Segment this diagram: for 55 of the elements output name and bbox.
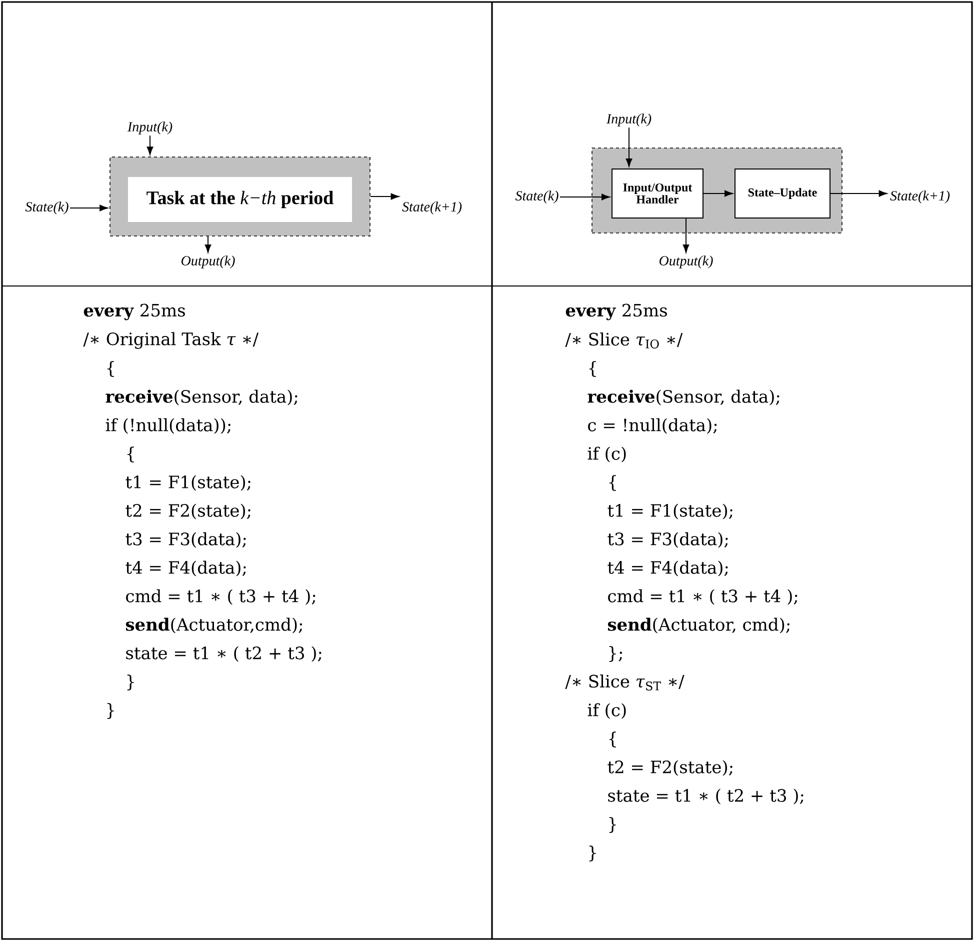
code-line: t1 = F1(state);	[608, 504, 732, 520]
code-line: };	[609, 646, 622, 662]
arrow	[370, 193, 400, 200]
arrow	[626, 127, 632, 167]
code-line: if (c)	[588, 446, 626, 462]
code-line: every 25ms	[84, 304, 185, 320]
arrow	[146, 135, 154, 155]
code-line: {	[127, 446, 134, 462]
code-line: }	[107, 703, 114, 719]
code-line: if (!null(data));	[106, 418, 230, 434]
code-line: send(Actuator,cmd);	[126, 618, 302, 634]
arrow	[559, 194, 610, 200]
code-line: cmd = t1 ∗ ( t3 + t4 );	[608, 589, 798, 605]
code-line: receive(Sensor, data);	[106, 390, 298, 406]
code-line: {	[609, 475, 616, 491]
code-line: state = t1 ∗ ( t2 + t3 );	[608, 788, 804, 804]
signal-label: Output(k)	[182, 256, 235, 268]
code-line: {	[609, 732, 616, 748]
signal-label: State(k)	[25, 202, 68, 214]
code-line: receive(Sensor, data);	[588, 390, 780, 406]
signal-label: State(k+1)	[402, 202, 462, 214]
code-line: t2 = F2(state);	[126, 504, 250, 520]
code-line: c = !null(data);	[588, 418, 717, 434]
code-line: {	[107, 361, 114, 377]
code-line: }	[609, 817, 616, 833]
code-line: }	[589, 846, 596, 862]
code-line: every 25ms	[566, 304, 667, 320]
code-line: t2 = F2(state);	[608, 760, 732, 776]
process-box: Task at the k−th period	[128, 177, 352, 222]
code-line: t4 = F4(data);	[608, 560, 728, 576]
arrow	[703, 190, 733, 197]
signal-label: Input(k)	[606, 114, 652, 126]
code-line: t4 = F4(data);	[126, 560, 246, 576]
code-line: state = t1 ∗ ( t2 + t3 );	[126, 646, 322, 662]
code-line: }	[127, 674, 134, 690]
signal-label: Input(k)	[127, 122, 172, 134]
code-line: {	[589, 361, 596, 377]
signal-label: Output(k)	[660, 256, 713, 268]
code-line: cmd = t1 ∗ ( t3 + t4 );	[126, 589, 316, 605]
code-line: t3 = F3(data);	[608, 532, 728, 548]
arrow	[682, 218, 690, 253]
code-line: /∗ Slice τ$_{IO}$ ∗/	[565, 332, 683, 348]
arrow	[69, 204, 108, 212]
code-line: t1 = F1(state);	[126, 475, 250, 491]
code-line: if (c)	[588, 703, 626, 719]
code-line: send(Actuator, cmd);	[608, 618, 790, 634]
code-line: t3 = F3(data);	[126, 532, 246, 548]
code-line: /∗ Original Task τ ∗/	[83, 332, 259, 349]
arrow	[204, 236, 212, 253]
process-box: Input/Output Handler	[612, 168, 704, 218]
arrow	[830, 190, 888, 197]
signal-label: State(k)	[515, 190, 558, 204]
process-box: State–Update	[734, 168, 830, 218]
signal-label: State(k+1)	[890, 190, 950, 204]
code-line: /∗ Slice τ$_{ST}$ ∗/	[565, 674, 684, 690]
